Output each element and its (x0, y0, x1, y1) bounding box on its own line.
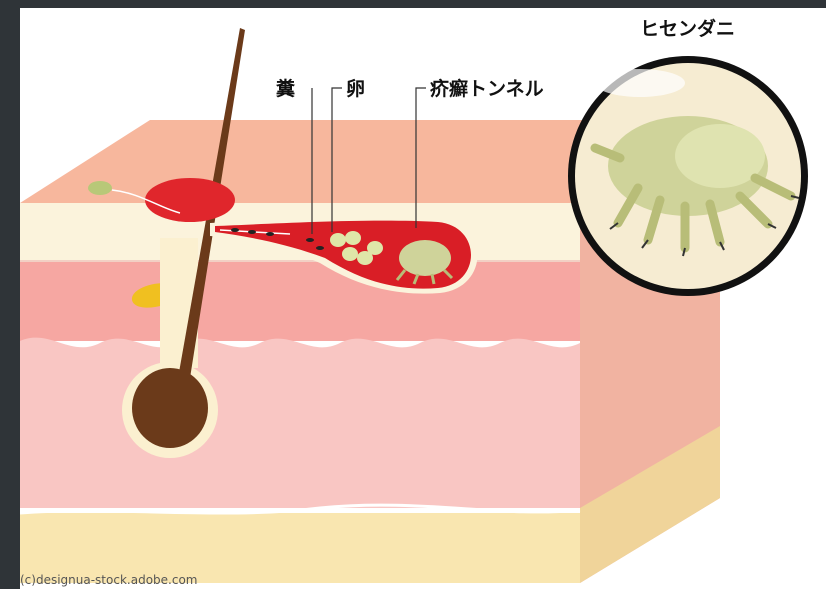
entry-wound (145, 178, 235, 222)
label-mite: ヒセンダニ (640, 14, 735, 41)
feces-dot (231, 228, 239, 232)
hair-bulb (132, 368, 208, 448)
feces-dot (248, 230, 256, 234)
diagram-frame: 糞 卵 疥癬トンネル ヒセンダニ (c)designua-stock.adobe… (20, 8, 826, 589)
feces-dot (306, 238, 314, 242)
label-feces: 糞 (276, 74, 295, 101)
label-eggs: 卵 (346, 74, 365, 101)
dermis-boundary (20, 338, 580, 508)
skin-diagram (20, 8, 826, 589)
feces-dot (266, 232, 274, 236)
label-tunnel: 疥癬トンネル (430, 74, 544, 101)
egg (367, 241, 383, 255)
magnifier-shine (595, 69, 685, 97)
feces-dot (316, 246, 324, 250)
dermis-upper-layer (20, 261, 580, 341)
egg (330, 233, 346, 247)
surface-mite (88, 181, 112, 195)
egg (345, 231, 361, 245)
egg (342, 247, 358, 261)
burrowing-mite (399, 240, 451, 276)
image-credit: (c)designua-stock.adobe.com (20, 573, 197, 587)
